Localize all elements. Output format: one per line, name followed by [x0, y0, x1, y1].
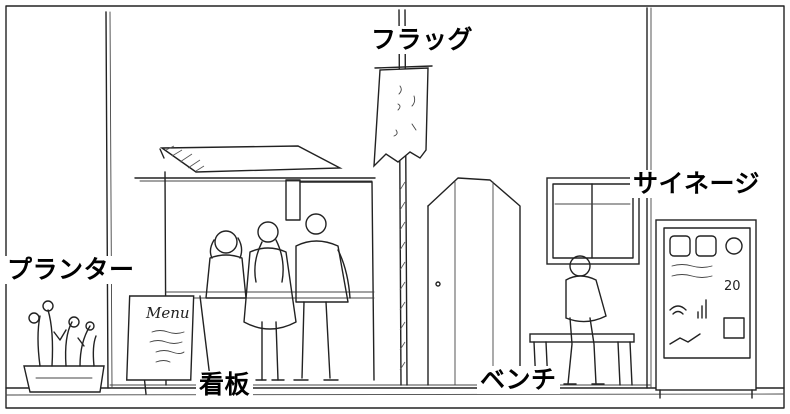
- menu-board-text: Menu: [145, 304, 190, 322]
- label-signage: サイネージ: [630, 170, 764, 198]
- label-bench: ベンチ: [477, 366, 560, 394]
- label-signboard: 看板: [196, 371, 254, 399]
- flag-banner: [373, 65, 433, 168]
- window: [546, 177, 640, 265]
- seated-person: [563, 255, 607, 385]
- planter: [23, 300, 105, 393]
- label-flag: フラッグ: [368, 26, 477, 54]
- signage-number: 20: [724, 279, 741, 294]
- door: [427, 177, 521, 386]
- awning: [134, 145, 376, 182]
- building-pillars: [105, 7, 652, 389]
- kiosk: [164, 171, 375, 386]
- label-planter: プランター: [4, 256, 138, 284]
- drawing-frame: [5, 5, 785, 409]
- digital-signage: 20: [655, 219, 757, 399]
- people-group: [205, 213, 351, 381]
- bench: [529, 333, 635, 386]
